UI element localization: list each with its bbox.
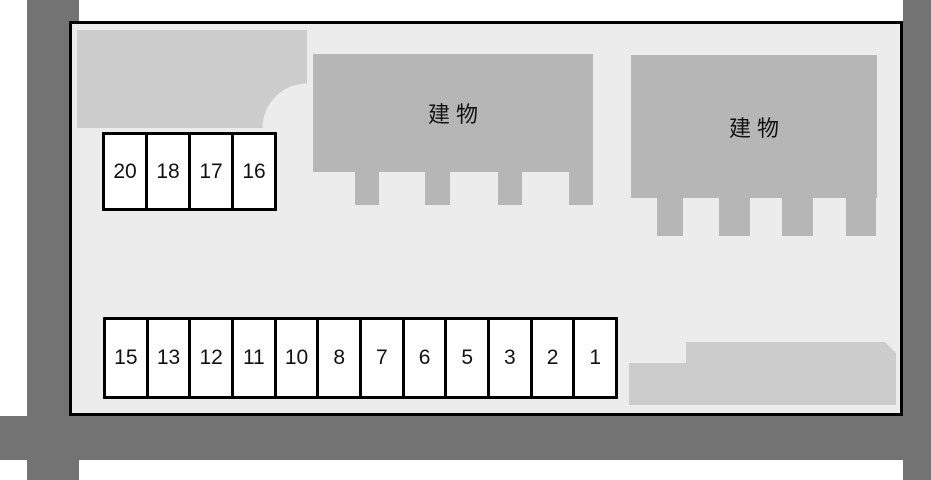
parking-stall-18: 18	[148, 135, 188, 208]
building-1-footing	[569, 172, 593, 205]
building-1: 建物	[313, 54, 593, 205]
parking-stall-1: 1	[575, 320, 616, 396]
parking-stall-10: 10	[276, 320, 317, 396]
building-1-label: 建物	[427, 102, 484, 127]
parking-stall-20: 20	[105, 135, 145, 208]
parking-stall-11: 11	[234, 320, 274, 396]
building-2-footing	[719, 198, 750, 236]
paved-area-top-left	[77, 30, 307, 128]
building-2: 建物	[631, 55, 877, 236]
parking-stall-17: 17	[191, 135, 231, 208]
building-1-footing	[425, 172, 450, 205]
parking-stall-16: 16	[234, 135, 274, 208]
paved-area-bottom-right	[629, 342, 896, 405]
parking-stall-12: 12	[191, 320, 232, 396]
building-1-body: 建物	[313, 54, 593, 172]
parking-stall-6: 6	[404, 320, 445, 396]
building-2-footing	[846, 198, 876, 236]
parking-stall-3: 3	[490, 320, 530, 396]
parking-stall-7: 7	[362, 320, 402, 396]
building-2-label: 建物	[728, 115, 785, 141]
parking-row-bottom: 15 13 12 11 10 8 7 6 5 3 2 1	[103, 317, 618, 399]
building-2-body: 建物	[631, 55, 877, 198]
parking-stall-15: 15	[106, 320, 146, 396]
parking-stall-13: 13	[148, 320, 189, 396]
parking-lot-site: 建物 建物 20 18 17 16 15 13 12 11	[69, 21, 903, 416]
parking-stall-2: 2	[532, 320, 573, 396]
building-1-footing	[498, 172, 522, 205]
building-2-footing	[782, 198, 813, 236]
road-bottom	[0, 416, 931, 460]
parking-row-top: 20 18 17 16	[102, 132, 277, 211]
building-1-footing	[355, 172, 379, 205]
road-right	[903, 0, 931, 480]
building-2-footing	[657, 198, 683, 236]
parking-stall-8: 8	[319, 320, 360, 396]
parking-stall-5: 5	[447, 320, 488, 396]
